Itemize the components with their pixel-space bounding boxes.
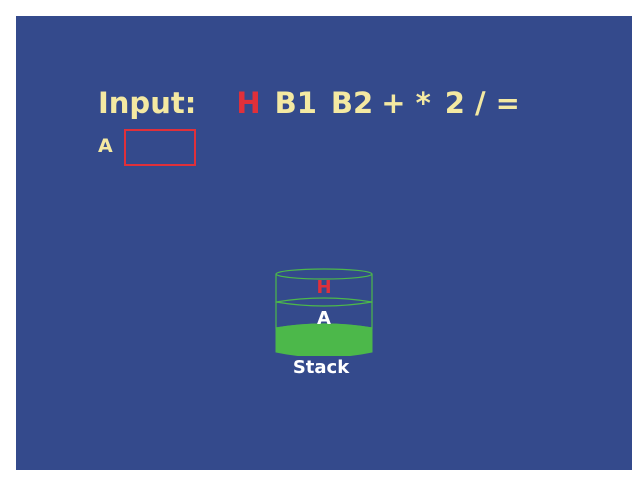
input-expression: Input: H B1 B2 + * 2 / = [98,83,520,123]
token-b1: B1 [274,86,317,120]
token-b2: B2 [330,86,374,120]
stack-top-rim [275,268,373,280]
token-operators: + * [381,86,431,120]
register-a-label: A [98,135,113,157]
stack-item-h: H [316,277,332,298]
token-current-h: H [236,86,261,120]
input-label: Input: [98,86,197,120]
stack-item-a: A [317,308,331,329]
stack-layer-a [275,302,373,329]
stack-cylinder [275,268,373,356]
register-a-box [124,129,196,166]
token-two-divide: 2 / [444,86,486,120]
token-equals: = [495,86,520,120]
stack-layer-a-top [275,297,373,303]
slide-background: Input: H B1 B2 + * 2 / = A H A Stack [16,16,632,470]
stack-layer-h [275,274,373,307]
stack-label: Stack [292,357,350,378]
stack-diagram: H A [274,266,374,356]
